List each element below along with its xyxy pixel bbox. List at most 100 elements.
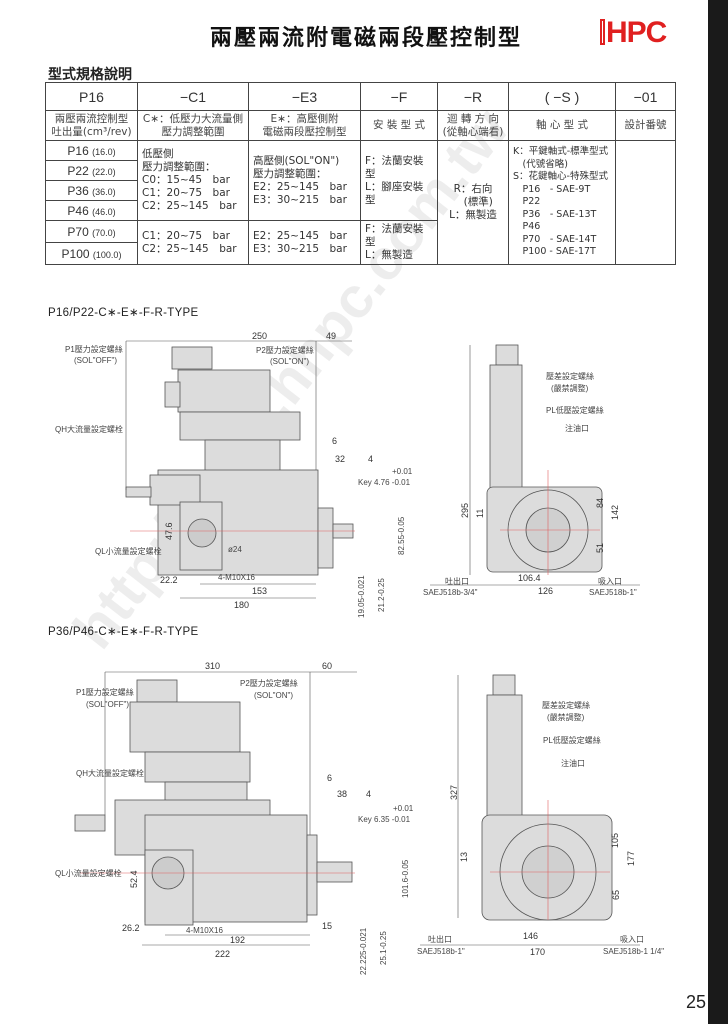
qh-label: QH大流量設定螺栓 [55,424,123,434]
model-row: P16 (16.0) [45,140,138,161]
desc-s: 軸 心 型 式 [508,110,616,141]
dim: 177 [626,851,636,866]
rotation: R：右向 (標準) L：無製造 [437,140,509,265]
drawing-2-labels: P1壓力設定螺絲 (SOL"OFF") P2壓力設定螺絲 (SOL"ON") Q… [55,661,664,975]
p2-sol-label: (SOL"ON") [270,357,309,366]
p2-label: P2壓力設定螺絲 [256,345,314,355]
dim: 84 [595,498,605,508]
oil-port-label: 注油口 [565,423,589,433]
dim: 250 [252,331,267,341]
model-row: P100 (100.0) [45,242,138,265]
page-number: 25 [686,992,707,1012]
code-s: ( −S ) [508,82,616,111]
dim: 295 [460,503,470,518]
dim: 60 [322,661,332,671]
dim: 82.55-0.05 [397,516,406,555]
dim: 52.4 [129,870,139,888]
ql-label: QL小流量設定螺栓 [55,868,122,878]
dim: 170 [530,947,545,957]
desc-e: E∗：高壓側附 電磁兩段壓控制型 [248,110,361,141]
dim: 32 [335,454,345,464]
outlet-spec: SAEJ518b-3/4" [423,588,478,597]
drawing-1-labels: P1壓力設定螺絲 (SOL"OFF") P2壓力設定螺絲 (SOL"ON") Q… [55,331,637,618]
dim: 101.6-0.05 [401,859,410,898]
outlet-label: 吐出口 [445,576,469,586]
dim: 38 [337,789,347,799]
dim: 47.6 [164,522,174,540]
pump-side-view-2 [74,679,353,926]
dim: 26.2 [122,923,140,933]
pd-label: 壓差設定螺絲 [542,700,590,710]
inlet-spec: SAEJ518b-1" [589,588,637,597]
e-range-large: E2：25~145 bar E3：30~215 bar [248,220,361,265]
bolt-dim: 4-M10X16 [218,573,255,582]
dimension-lines [104,340,640,946]
dim: 19.05-0.021 [357,575,366,618]
p2-sol-label: (SOL"ON") [254,691,293,700]
dim: 327 [449,785,459,800]
drawing-2-title: P36/P46-C∗-E∗-F-R-TYPE [48,626,199,638]
ql-label: QL小流量設定螺栓 [95,546,162,556]
dim: 65 [611,890,621,900]
pl-label: PL低壓設定螺絲 [543,735,601,745]
center-lines [80,470,610,920]
p2-label: P2壓力設定螺絲 [240,678,298,688]
shaft-type: K：平鍵軸式-標準型式 (代號省略) S：花鍵軸心-特殊型式 P16 - SAE… [508,140,616,265]
p1-sol-label: (SOL"OFF") [74,356,117,365]
pump-front-view-2 [481,674,613,921]
dim: 4 [368,454,373,464]
pd-label: 壓差設定螺絲 [546,371,594,381]
dim: 6 [327,773,332,783]
dim: 105 [610,833,620,848]
inlet-label: 吸入口 [598,577,622,586]
mount-large: F：法蘭安裝型 L：無製造 [360,220,438,265]
key-dim: Key 6.35 -0.01 [358,815,411,824]
outlet-label: 吐出口 [428,934,452,944]
hpc-logo: HPC [600,16,667,50]
dim: 222 [215,949,230,959]
dim: 22.225-0.021 [359,927,368,975]
model-row: P70 (70.0) [45,220,138,243]
c-range-small: 低壓側 壓力調整範圍： C0：15~45 bar C1：20~75 bar C2… [137,140,249,221]
qh-label: QH大流量設定螺栓 [76,768,144,778]
drawing-1-title: P16/P22-C∗-E∗-F-R-TYPE [48,307,199,319]
p1-label: P1壓力設定螺絲 [65,344,123,354]
dim: +0.01 [392,467,413,476]
p1-label: P1壓力設定螺絲 [76,687,134,697]
desc-series: 兩壓兩流控制型 吐出量(cm³/rev) [45,110,138,141]
pump-side-view-1 [125,346,354,576]
dim: 126 [538,586,553,596]
dim: +0.01 [393,804,414,813]
desc-design: 設計番號 [615,110,676,141]
code-r: −R [437,82,509,111]
dim: 180 [234,600,249,610]
desc-r: 迴 轉 方 向 (從軸心端看) [437,110,509,141]
dim: 22.2 [160,575,178,585]
dim: 11 [475,509,485,518]
dim: ø24 [228,545,242,554]
section-heading: 型式規格說明 [48,67,132,83]
bolt-dim: 4-M10X16 [186,926,223,935]
dim: 142 [610,505,620,520]
dim: 310 [205,661,220,671]
outlet-spec: SAEJ518b-1" [417,947,465,956]
dim: 49 [326,331,336,341]
dim: 146 [523,931,538,941]
inlet-label: 吸入口 [620,935,644,944]
dim: 106.4 [518,573,541,583]
dim: 4 [366,789,371,799]
dim: 51 [595,543,605,553]
dim: 192 [230,935,245,945]
key-dim: Key 4.76 -0.01 [358,478,411,487]
pd-note: (嚴禁調整) [551,383,589,393]
dim: 15 [322,921,332,931]
dim: 13 [459,852,469,862]
dim: 21.2-0.25 [377,578,386,612]
pl-label: PL低壓設定螺絲 [546,405,604,415]
code-e: −E3 [248,82,361,111]
c-range-large: C1：20~75 bar C2：25~145 bar [137,220,249,265]
desc-f: 安 裝 型 式 [360,110,438,141]
dim: 25.1-0.25 [379,931,388,965]
page-title: 兩壓兩流附電磁兩段壓控制型 [210,26,523,51]
